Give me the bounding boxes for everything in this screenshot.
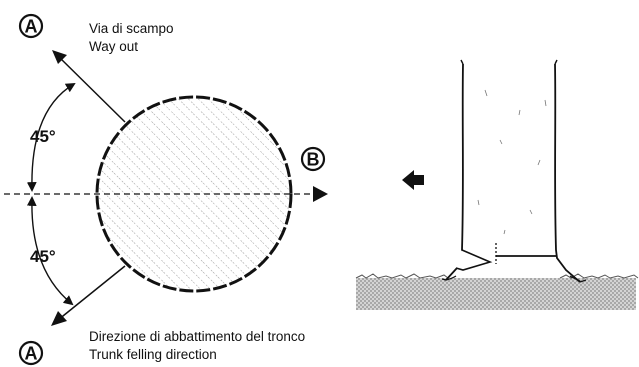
felling-notch	[455, 249, 493, 271]
escape-route-arrow-top	[57, 55, 126, 123]
escape-route-arrowhead-top	[52, 50, 67, 64]
top-view-diagram: A Via di scampo Way out B 45° 45° A	[4, 13, 328, 366]
marker-a-bottom: A	[18, 340, 44, 366]
marker-a-top-letter: A	[25, 17, 38, 37]
way-out-label-en: Way out	[89, 39, 138, 54]
angle-arc-bottom	[26, 196, 74, 306]
angle-label-bottom: 45°	[30, 247, 56, 266]
fall-direction-arrow	[402, 170, 424, 190]
angle-label-top: 45°	[30, 127, 56, 146]
side-view-diagram	[355, 59, 639, 310]
marker-b-letter: B	[307, 150, 320, 170]
way-out-label-it: Via di scampo	[89, 21, 174, 36]
marker-a-top: A	[18, 13, 44, 39]
grass-line	[355, 273, 639, 279]
escape-route-arrowhead-bottom	[51, 311, 67, 326]
escape-route-arrow-bottom	[57, 265, 126, 321]
root-flare-right	[569, 275, 587, 283]
angle-arc-top	[26, 83, 76, 192]
root-flare-left	[441, 275, 457, 281]
trunk-left-edge	[445, 63, 468, 281]
felling-direction-label-it: Direzione di abbattimento del tronco	[89, 329, 305, 344]
marker-a-bottom-letter: A	[25, 344, 38, 364]
ground	[356, 278, 636, 310]
marker-b: B	[300, 146, 326, 172]
trunk-top-edge	[460, 59, 558, 65]
felling-direction-label-en: Trunk felling direction	[89, 347, 217, 362]
bark-texture	[477, 89, 547, 235]
trunk-right-edge	[554, 63, 581, 283]
felling-direction-arrowhead	[313, 186, 328, 202]
